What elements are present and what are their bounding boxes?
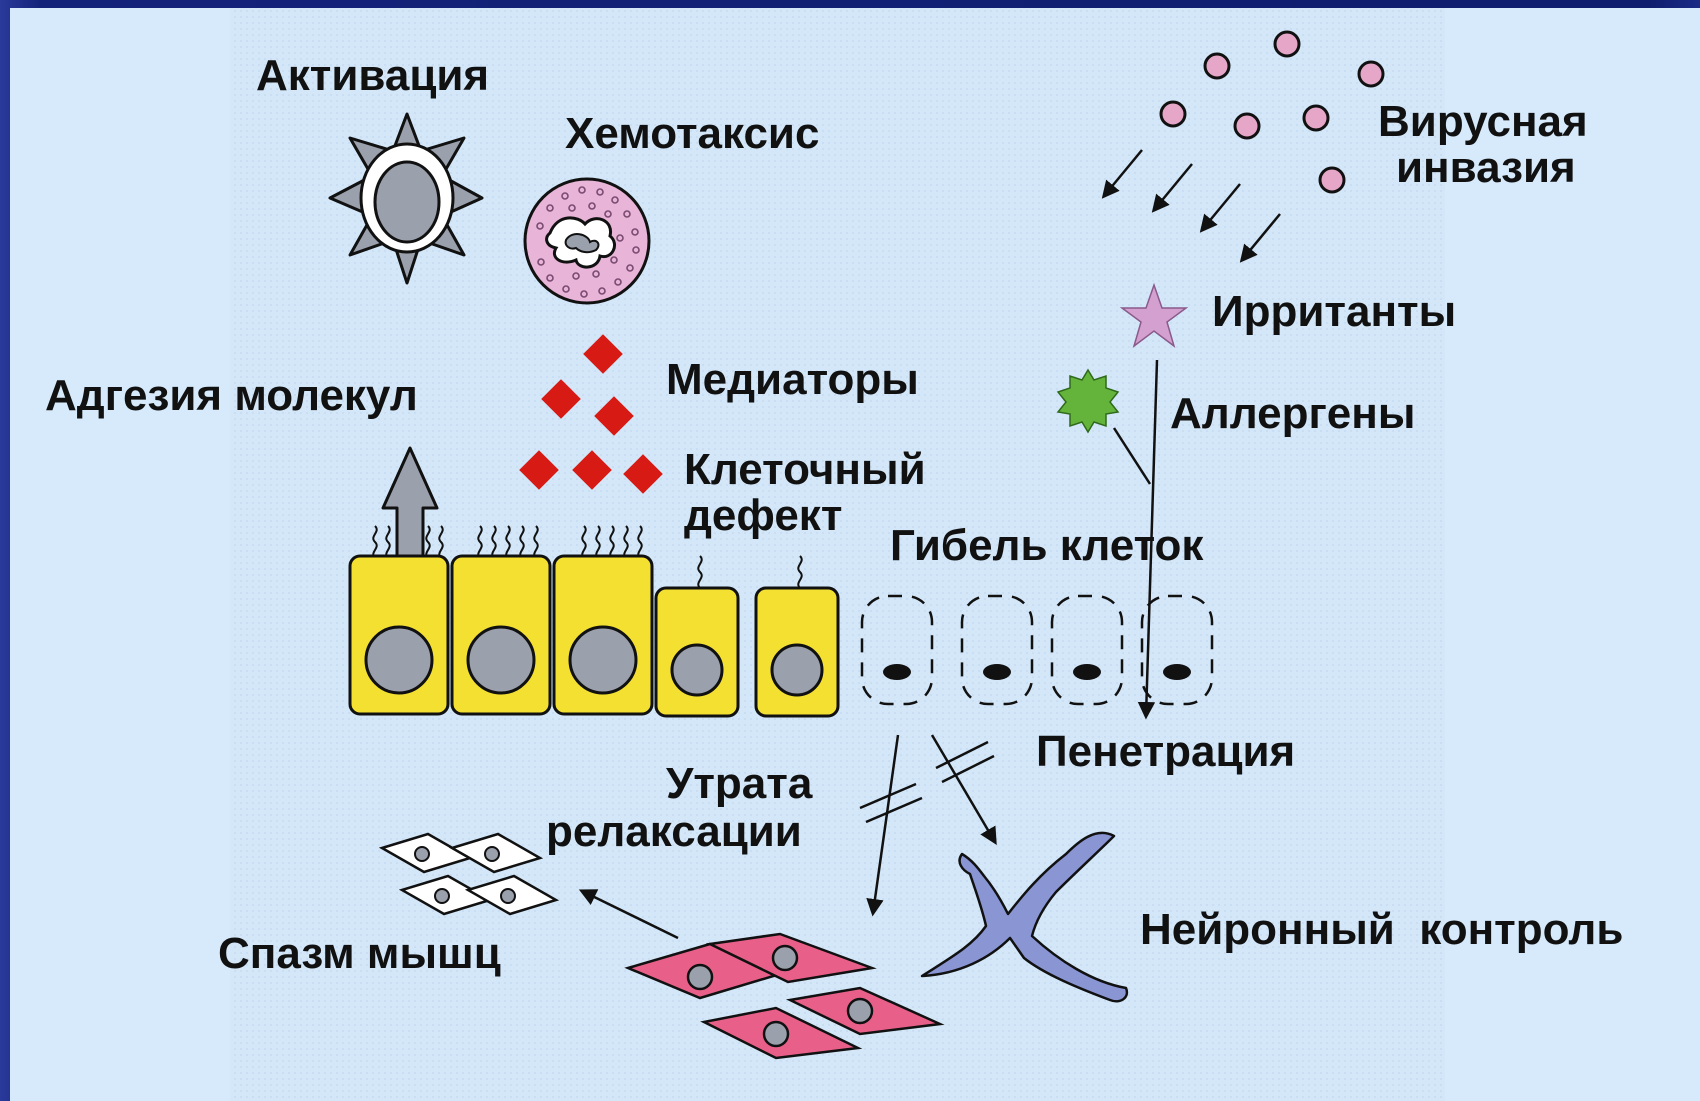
- chemotaxis-label: Хемотаксис: [565, 109, 819, 158]
- cell-death-label: Гибель клеток: [890, 521, 1204, 570]
- loss-relaxation-label-line1: Утрата: [666, 759, 813, 808]
- adhesion-label: Адгезия молекул: [45, 371, 418, 420]
- left-margin-panel: [10, 8, 230, 1101]
- neural-control-label: Нейронный контроль: [1140, 905, 1623, 954]
- cell-defect-label-line2: дефект: [684, 491, 842, 540]
- loss-relaxation-label-line2: релаксации: [546, 807, 802, 856]
- mediators-label: Медиаторы: [666, 355, 919, 404]
- viral-invasion-label-line1: Вирусная: [1378, 97, 1588, 146]
- diagram-canvas: Активация Хемотаксис Адгезия молекул Мед…: [10, 8, 1700, 1101]
- allergens-label: Аллергены: [1170, 389, 1415, 438]
- viral-invasion-label-line2: инвазия: [1396, 143, 1576, 192]
- irritants-label: Ирританты: [1212, 287, 1456, 336]
- muscle-spasm-label: Спазм мышц: [218, 929, 501, 978]
- neutrophil-icon: [525, 179, 649, 303]
- cell-defect-label-line1: Клеточный: [684, 445, 926, 494]
- penetration-label: Пенетрация: [1036, 727, 1295, 776]
- activation-label: Активация: [256, 51, 489, 100]
